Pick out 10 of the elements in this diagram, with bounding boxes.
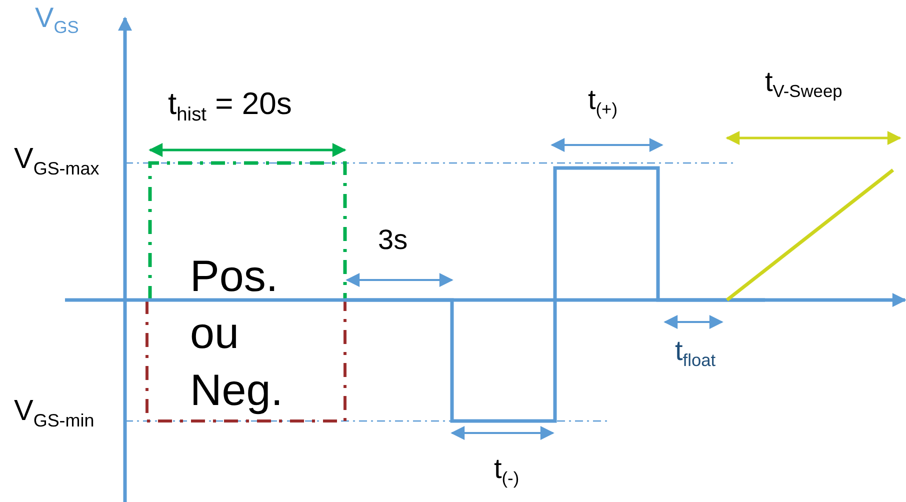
duration-label: t$_{hist}$ = 20s — [168, 88, 292, 125]
duration-label: 3s — [378, 226, 408, 254]
duration-label: t$_{(+)}$ — [588, 86, 618, 118]
axis-label: V$_{GS}$ — [35, 4, 79, 36]
duration-label: t$_{V-Sweep}$ — [765, 68, 842, 100]
duration-label: t$_{(-)}$ — [494, 455, 520, 488]
level-label: V$_{GS-min}$ — [14, 397, 94, 430]
level-label: V$_{GS-max}$ — [14, 145, 100, 178]
duration-label: t$_{float}$ — [675, 337, 716, 370]
region-label: Pos. ou Neg. — [190, 251, 284, 418]
